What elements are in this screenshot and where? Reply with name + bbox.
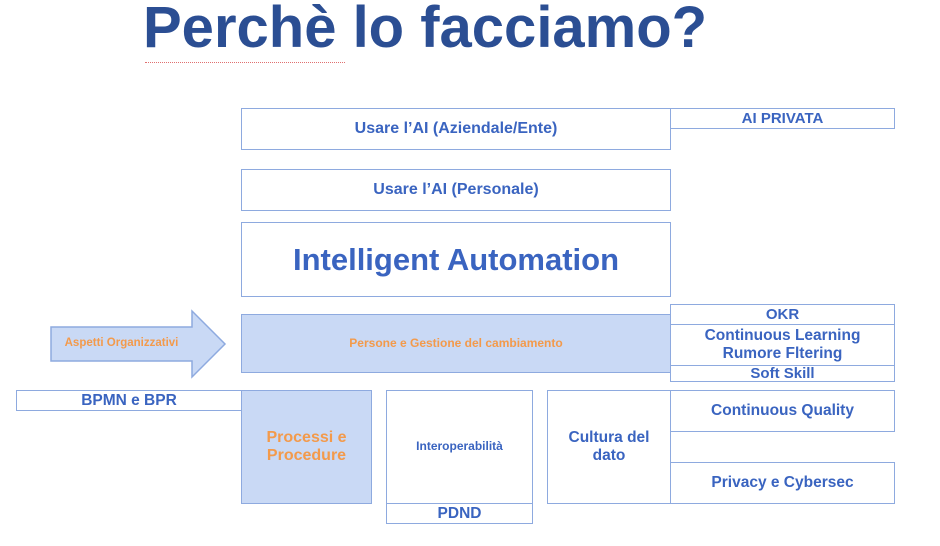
box-cultura-del-dato: Cultura del dato: [547, 390, 671, 504]
box-persone-gestione: Persone e Gestione del cambiamento: [241, 314, 671, 373]
box-soft-skill: Soft Skill: [670, 365, 895, 382]
box-intelligent-automation: Intelligent Automation: [241, 222, 671, 297]
box-bpmn-bpr: BPMN e BPR: [16, 390, 242, 411]
label-aspetti-organizzativi: Aspetti Organizzativi: [64, 337, 179, 350]
box-continuous-quality: Continuous Quality: [670, 390, 895, 432]
box-interoperabilita: Interoperabilità: [386, 390, 533, 504]
box-okr: OKR: [670, 304, 895, 325]
box-continuous-learning: Continuous Learning Rumore Fltering: [670, 324, 895, 366]
box-usare-ai-aziendale: Usare l’AI (Aziendale/Ente): [241, 108, 671, 150]
spellcheck-underline: [145, 62, 345, 63]
page-title: Perchè lo facciamo?: [143, 0, 708, 60]
box-usare-ai-personale: Usare l’AI (Personale): [241, 169, 671, 211]
rumore-filtering-label: Rumore Fltering: [722, 345, 843, 362]
box-pdnd: PDND: [386, 503, 533, 524]
continuous-learning-label: Continuous Learning: [704, 327, 861, 345]
box-processi-procedure: Processi e Procedure: [241, 390, 372, 504]
arrow-aspetti-organizzativi: [50, 309, 227, 379]
box-ai-privata: AI PRIVATA: [670, 108, 895, 129]
box-privacy-cybersec: Privacy e Cybersec: [670, 462, 895, 504]
